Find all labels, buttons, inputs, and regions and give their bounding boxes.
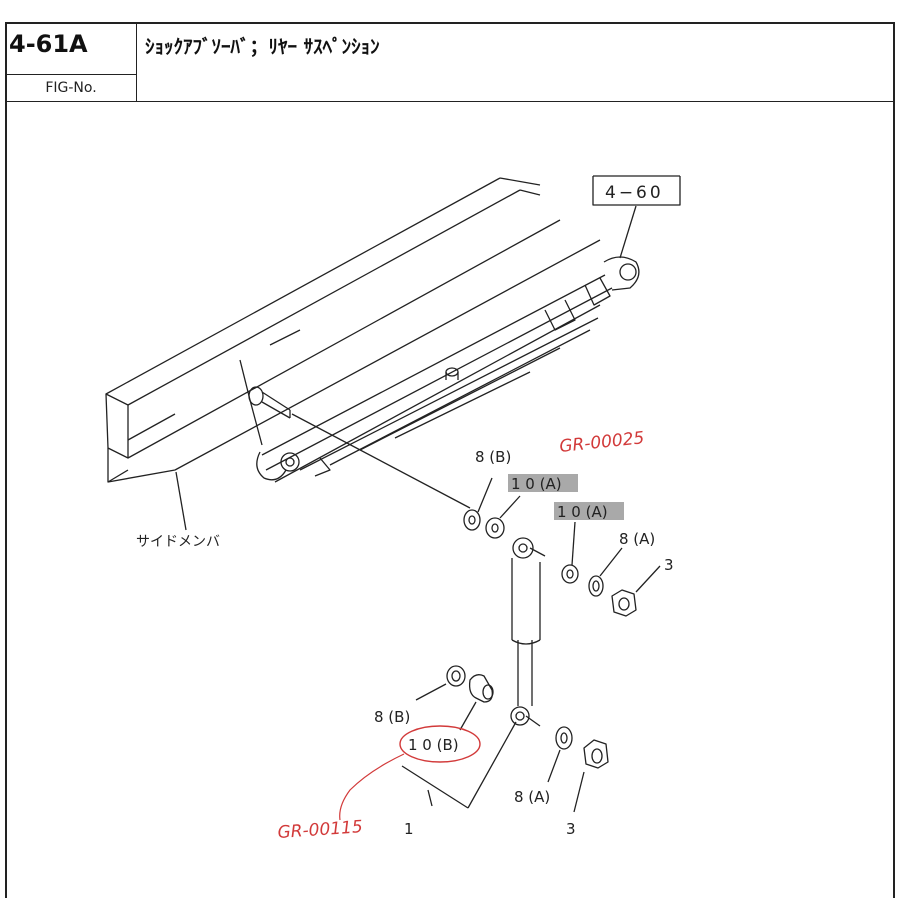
annotation-curve bbox=[339, 753, 405, 821]
label-3-bottom: 3 bbox=[566, 820, 576, 838]
bushing-10a-top bbox=[485, 517, 505, 539]
washer-8b-bottom bbox=[446, 665, 466, 687]
annotation-circle-10b bbox=[399, 725, 481, 763]
page-frame bbox=[5, 22, 895, 898]
leader-8a-bottom bbox=[547, 749, 561, 783]
label-10b-bottom: 1 0 (B) bbox=[408, 736, 459, 754]
label-1: 1 bbox=[404, 820, 414, 838]
washer-8a-top bbox=[588, 575, 604, 597]
annotation-gr-bottom: GR-00115 bbox=[277, 817, 363, 843]
nut-3-bottom bbox=[583, 739, 609, 769]
label-10a-mid: 1 0 (A) bbox=[557, 503, 608, 521]
highlight-10a-top bbox=[508, 474, 578, 492]
leader-8a-top bbox=[599, 547, 623, 577]
leader-10a-mid bbox=[571, 521, 576, 566]
washer-8b-top bbox=[463, 509, 481, 531]
label-8a-bottom: 8 (A) bbox=[514, 788, 550, 806]
bushing-10a-mid bbox=[561, 564, 579, 584]
figure-number-box: 4-61A FIG-No. bbox=[5, 22, 137, 102]
leader-8b-top bbox=[477, 477, 493, 513]
leader-3-top bbox=[635, 565, 661, 593]
annotation-gr-top: GR-00025 bbox=[558, 428, 645, 457]
bushing-10b-bottom bbox=[468, 674, 493, 703]
label-10a-top: 1 0 (A) bbox=[511, 475, 562, 493]
figure-number-label: FIG-No. bbox=[45, 80, 97, 96]
figure-title: ｼｮｯｸｱﾌﾞｿｰﾊﾞ；ﾘﾔｰ ｻｽﾍﾟﾝｼｮﾝ bbox=[145, 36, 380, 58]
side-member-leader bbox=[175, 471, 187, 531]
upper-mounting-stud bbox=[248, 386, 471, 509]
figure-number-divider bbox=[5, 74, 137, 75]
reference-box-4-60 bbox=[592, 175, 681, 259]
leader-8b-bottom bbox=[415, 683, 447, 701]
leader-3-bottom bbox=[573, 771, 585, 813]
leaf-spring bbox=[256, 256, 640, 483]
leader-10b-bottom bbox=[459, 701, 477, 731]
figure-header: 4-61A FIG-No. ｼｮｯｸｱﾌﾞｿｰﾊﾞ；ﾘﾔｰ ｻｽﾍﾟﾝｼｮﾝ bbox=[5, 22, 895, 102]
shock-absorber bbox=[510, 537, 546, 727]
label-8b-top: 8 (B) bbox=[475, 448, 511, 466]
side-member-rail bbox=[105, 177, 601, 483]
item-1-bracket bbox=[401, 721, 517, 809]
highlight-10a-mid bbox=[554, 502, 624, 520]
figure-number: 4-61A bbox=[9, 30, 88, 58]
leader-10a-top bbox=[499, 495, 521, 519]
label-8b-bottom: 8 (B) bbox=[374, 708, 410, 726]
ref-box-text: 4−60 bbox=[605, 183, 664, 203]
washer-8a-bottom bbox=[555, 726, 573, 750]
label-side-member: サイドメンバ bbox=[136, 534, 220, 550]
nut-3-top bbox=[611, 589, 637, 617]
label-8a-top: 8 (A) bbox=[619, 530, 655, 548]
label-3-top: 3 bbox=[664, 556, 674, 574]
